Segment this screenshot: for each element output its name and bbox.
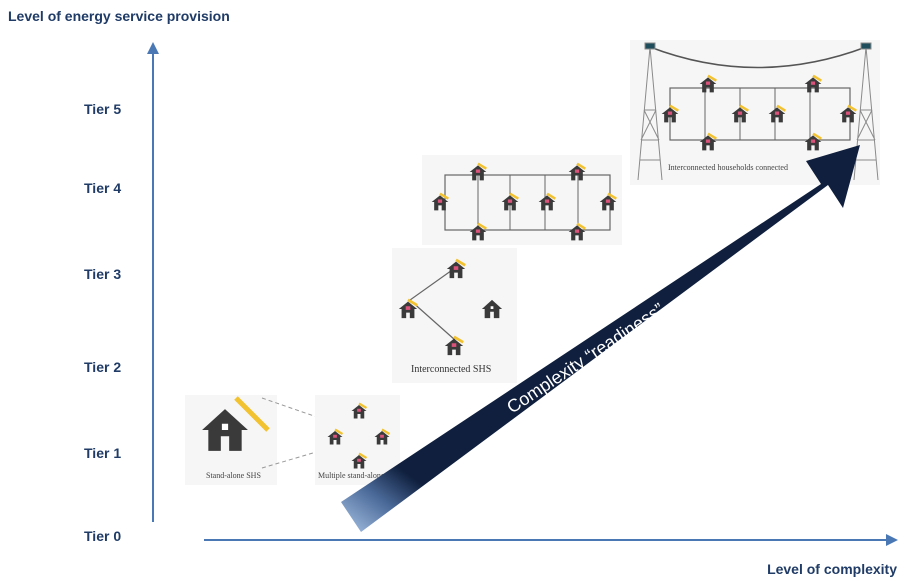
tier-4-label: Tier 4 (84, 180, 122, 196)
mini-grid-illustration (422, 155, 622, 245)
y-axis (147, 42, 159, 522)
y-axis-arrowhead (147, 42, 159, 54)
standalone-caption: Stand-alone SHS (206, 471, 261, 480)
transmission-tower-icon (853, 42, 879, 181)
multiple-standalone-illustration: Multiple stand-alone (315, 395, 400, 485)
multiple-caption: Multiple stand-alone (318, 471, 385, 480)
power-line (649, 46, 867, 69)
interconnected-shs-illustration: Interconnected SHS (392, 248, 517, 383)
tier-3-label: Tier 3 (84, 266, 122, 282)
solar-panel-icon (234, 396, 270, 432)
tier-1-label: Tier 1 (84, 445, 122, 461)
tier-0-label: Tier 0 (84, 528, 122, 544)
transmission-tower-icon (637, 42, 663, 181)
x-axis-title: Level of complexity (767, 561, 897, 577)
interconnected-caption: Interconnected SHS (411, 364, 491, 375)
tier-2-label: Tier 2 (84, 359, 122, 375)
complexity-arrow-label: Complexity “readiness” (503, 299, 668, 417)
x-axis (204, 534, 898, 546)
x-axis-arrowhead (886, 534, 898, 546)
standalone-shs-illustration: Stand-alone SHS (185, 395, 277, 485)
tier-5-label: Tier 5 (84, 101, 122, 117)
y-axis-title: Level of energy service provision (8, 8, 230, 24)
grid-caption: Interconnected households connected (668, 163, 788, 172)
